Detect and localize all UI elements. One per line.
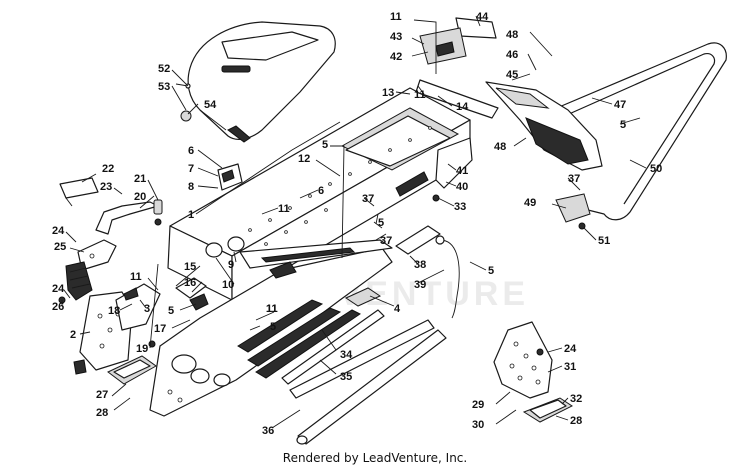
- callout-36: 36: [262, 425, 274, 437]
- callout-6-center: 6: [318, 185, 324, 197]
- callout-17: 17: [154, 323, 166, 335]
- access-cover-part: [205, 236, 245, 258]
- callout-9: 9: [228, 259, 234, 271]
- vent-panel-part: [65, 261, 93, 301]
- front-bumper-part: [95, 199, 163, 235]
- callout-49: 49: [524, 197, 536, 209]
- callout-33: 33: [454, 201, 466, 213]
- left-side-panel-part: [149, 247, 393, 417]
- callout-23: 23: [100, 181, 112, 193]
- callout-35: 35: [340, 371, 352, 383]
- callout-12: 12: [298, 153, 310, 165]
- side-trim-part: [435, 137, 473, 189]
- callout-labels: 52 53 54 22 23 21 20 24 25 24 26 11 18 3…: [52, 11, 662, 437]
- callout-22: 22: [102, 163, 114, 175]
- callout-54: 54: [204, 99, 217, 111]
- callout-48-lower: 48: [494, 141, 506, 153]
- callout-24-upper: 24: [52, 225, 65, 237]
- ecu-module-part: [175, 277, 209, 311]
- rail-rods-part: [281, 309, 447, 445]
- callout-40: 40: [456, 181, 468, 193]
- callout-5-panel: 5: [270, 321, 276, 333]
- callout-50: 50: [650, 163, 662, 175]
- callout-21: 21: [134, 173, 146, 185]
- callout-53: 53: [158, 81, 170, 93]
- callout-19: 19: [136, 343, 148, 355]
- callout-5-rear: 5: [620, 119, 626, 131]
- callout-44: 44: [476, 11, 489, 23]
- footrest-pad-left-part: [107, 355, 157, 385]
- spacer-block-part: [344, 287, 382, 307]
- callout-37-rear: 37: [568, 173, 580, 185]
- callout-46: 46: [506, 49, 518, 61]
- callout-37-upper: 37: [362, 193, 374, 205]
- callout-7: 7: [188, 163, 194, 175]
- callout-24-right: 24: [564, 343, 577, 355]
- callout-5-mid: 5: [378, 217, 384, 229]
- callout-14: 14: [456, 101, 469, 113]
- callout-2: 2: [70, 329, 76, 341]
- callout-10: 10: [222, 279, 234, 291]
- callout-34: 34: [340, 349, 353, 361]
- callout-20: 20: [134, 191, 146, 203]
- callout-16: 16: [184, 277, 196, 289]
- callout-3: 3: [144, 303, 150, 315]
- callout-29: 29: [472, 399, 484, 411]
- callout-5-brace: 5: [488, 265, 494, 277]
- running-board-part: [239, 239, 393, 279]
- callout-11-lower: 11: [266, 303, 278, 315]
- hitch-plate-part: [415, 79, 499, 119]
- callout-13: 13: [382, 87, 394, 99]
- callout-28-right: 28: [570, 415, 582, 427]
- callout-4: 4: [394, 303, 401, 315]
- shock-bracket-part: [59, 177, 99, 207]
- callout-38: 38: [414, 259, 426, 271]
- callout-43: 43: [390, 31, 402, 43]
- callout-5-center: 5: [322, 139, 328, 151]
- callout-47: 47: [614, 99, 626, 111]
- bracket-upper-part: [217, 163, 243, 191]
- steering-mount-part: [115, 283, 161, 331]
- callout-1: 1: [188, 209, 194, 221]
- callout-45: 45: [506, 69, 518, 81]
- callout-11-left: 11: [130, 271, 142, 283]
- callout-28-left: 28: [96, 407, 108, 419]
- callout-11-top: 11: [390, 11, 402, 23]
- callout-37-lower: 37: [380, 235, 392, 247]
- callout-51: 51: [598, 235, 610, 247]
- callout-52: 52: [158, 63, 170, 75]
- tail-light-part: [419, 17, 497, 65]
- callout-18: 18: [108, 305, 120, 317]
- callout-39: 39: [414, 279, 426, 291]
- seat-part: [187, 21, 336, 143]
- callout-8: 8: [188, 181, 194, 193]
- callout-25: 25: [54, 241, 66, 253]
- callout-11-rear: 11: [414, 89, 426, 101]
- callout-41: 41: [456, 165, 468, 177]
- render-credit: Rendered by LeadVenture, Inc.: [282, 451, 468, 465]
- callout-30: 30: [472, 419, 484, 431]
- callout-31: 31: [564, 361, 576, 373]
- footrest-pad-right-part: [522, 397, 573, 423]
- callout-26: 26: [52, 301, 64, 313]
- callout-27: 27: [96, 389, 108, 401]
- callout-24-lower: 24: [52, 283, 65, 295]
- snow-flap-part: [485, 81, 603, 171]
- callout-5-left: 5: [168, 305, 174, 317]
- callout-11-panel: 11: [266, 303, 278, 315]
- leader-lines: [61, 15, 647, 429]
- callout-6-upper: 6: [188, 145, 194, 157]
- rear-brace-part: [395, 225, 460, 319]
- callout-32: 32: [570, 393, 582, 405]
- callout-15: 15: [184, 261, 196, 273]
- lower-skid-plate-part: [493, 321, 553, 399]
- callout-42: 42: [390, 51, 402, 63]
- callout-48-upper: 48: [506, 29, 518, 41]
- callout-11-center: 11: [278, 203, 290, 215]
